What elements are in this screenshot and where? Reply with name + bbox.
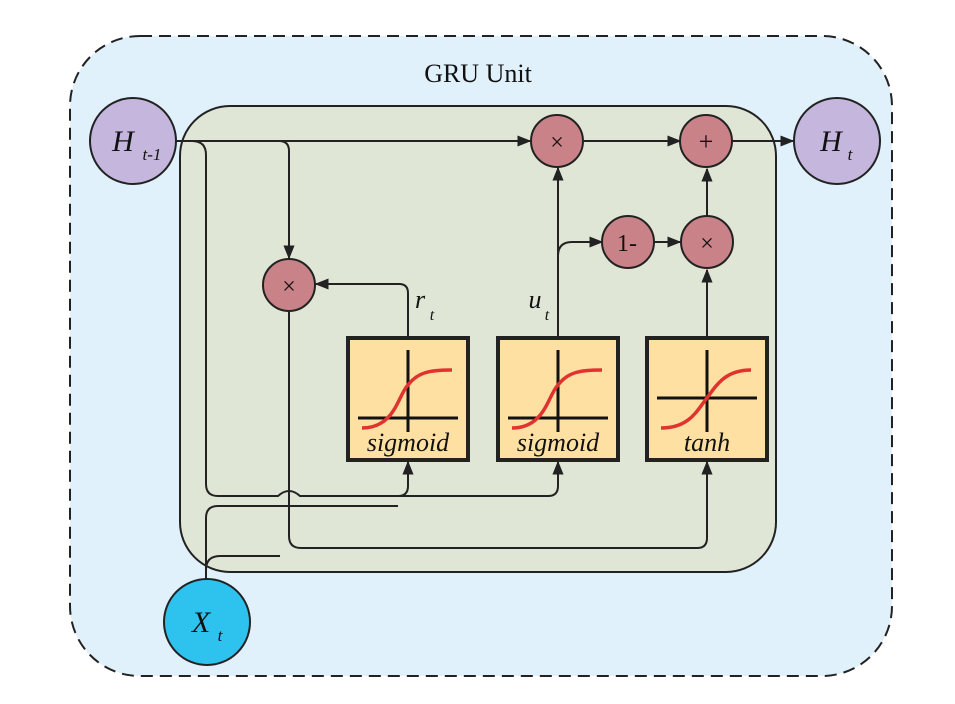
multiply-reset-symbol: × bbox=[282, 274, 296, 300]
x-t-node: X t bbox=[163, 578, 251, 666]
multiply-reset-node: × bbox=[262, 258, 316, 312]
line-reset-to-mult bbox=[314, 278, 409, 338]
update-sigmoid-label: sigmoid bbox=[517, 428, 600, 457]
multiply-candidate-symbol: × bbox=[700, 231, 714, 257]
update-gate-subscript: t bbox=[545, 307, 550, 324]
x-t-label: X bbox=[191, 606, 212, 639]
h-t-subscript: t bbox=[848, 145, 854, 164]
reset-gate-label: r t bbox=[415, 285, 435, 324]
multiply-top-symbol: × bbox=[550, 130, 564, 156]
line-update-to-one-minus bbox=[557, 236, 604, 270]
update-gate-label: u t bbox=[529, 285, 550, 324]
reset-gate-subscript: t bbox=[430, 307, 435, 324]
multiply-candidate-node: × bbox=[680, 215, 734, 269]
update-sigmoid-axes bbox=[508, 350, 608, 432]
tanh-label: tanh bbox=[684, 428, 730, 457]
gru-unit-title: GRU Unit bbox=[424, 59, 532, 88]
reset-gate-letter: r bbox=[415, 285, 426, 314]
line-reset-mult-down bbox=[288, 312, 713, 549]
h-t-node: H t bbox=[793, 97, 881, 185]
update-sigmoid-curve bbox=[511, 368, 603, 430]
reset-sigmoid-curve bbox=[361, 368, 453, 430]
x-t-subscript: t bbox=[218, 626, 224, 645]
connections bbox=[176, 135, 795, 580]
h-t-label: H bbox=[819, 125, 844, 158]
line-hprev-to-mult-reset bbox=[232, 140, 295, 260]
line-hprev-down bbox=[176, 140, 414, 497]
add-node: + bbox=[679, 114, 733, 168]
h-prev-subscript: t-1 bbox=[143, 145, 162, 164]
add-symbol: + bbox=[699, 127, 714, 156]
update-sigmoid-box: sigmoid bbox=[496, 336, 620, 462]
reset-sigmoid-box: sigmoid bbox=[346, 336, 470, 462]
reset-sigmoid-label: sigmoid bbox=[367, 428, 450, 457]
multiply-top-node: × bbox=[530, 114, 584, 168]
reset-sigmoid-axes bbox=[358, 350, 458, 432]
one-minus-node: 1- bbox=[601, 215, 655, 269]
one-minus-symbol: 1- bbox=[617, 231, 637, 257]
update-gate-letter: u bbox=[529, 285, 542, 314]
tanh-box: tanh bbox=[645, 336, 769, 462]
h-prev-node: H t-1 bbox=[89, 97, 177, 185]
line-hprev-to-update bbox=[398, 460, 564, 497]
line-xt-branch-a bbox=[205, 505, 398, 580]
h-prev-label: H bbox=[111, 125, 136, 158]
line-xt-branch-b bbox=[205, 555, 280, 580]
tanh-curve bbox=[660, 368, 752, 430]
